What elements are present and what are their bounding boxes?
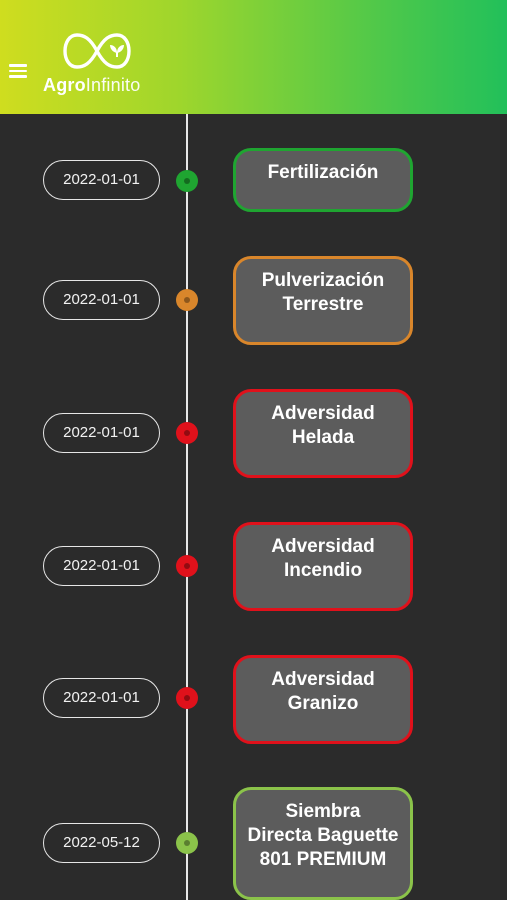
event-title-line: Terrestre [282,294,364,315]
event-title-line: Siembra [285,801,361,822]
event-title-line: Pulverización [261,270,385,291]
brand-name-light: Infinito [85,75,141,95]
event-card[interactable]: Fertilización [233,148,413,212]
timeline-dot [176,687,198,709]
timeline-dot [176,289,198,311]
brand-logo: AgroInfinito [42,30,162,100]
app-header: AgroInfinito [0,0,507,114]
event-date-pill: 2022-05-12 [43,823,160,863]
event-title-line: 801 PREMIUM [259,849,387,870]
event-date-pill: 2022-01-01 [43,160,160,200]
infinity-leaf-logo-icon [63,33,131,69]
timeline-dot [176,170,198,192]
event-title-line: Adversidad [271,669,375,690]
event-title-line: Helada [291,427,355,448]
event-title-line: Adversidad [271,403,375,424]
timeline-dot [176,422,198,444]
event-date-pill: 2022-01-01 [43,546,160,586]
brand-name-bold: Agro [43,75,86,95]
event-date-pill: 2022-01-01 [43,280,160,320]
event-title-line: Adversidad [271,536,375,557]
hamburger-menu-icon[interactable] [9,64,27,78]
event-date-pill: 2022-01-01 [43,678,160,718]
timeline-dot [176,555,198,577]
timeline-line [186,114,188,900]
event-title-line: Granizo [287,693,359,714]
timeline-dot [176,832,198,854]
event-title-line: Directa Baguette [247,825,399,846]
event-title-line: Fertilización [267,162,379,183]
event-title-line: Incendio [283,560,363,581]
event-date-pill: 2022-01-01 [43,413,160,453]
brand-name: AgroInfinito [43,75,140,96]
